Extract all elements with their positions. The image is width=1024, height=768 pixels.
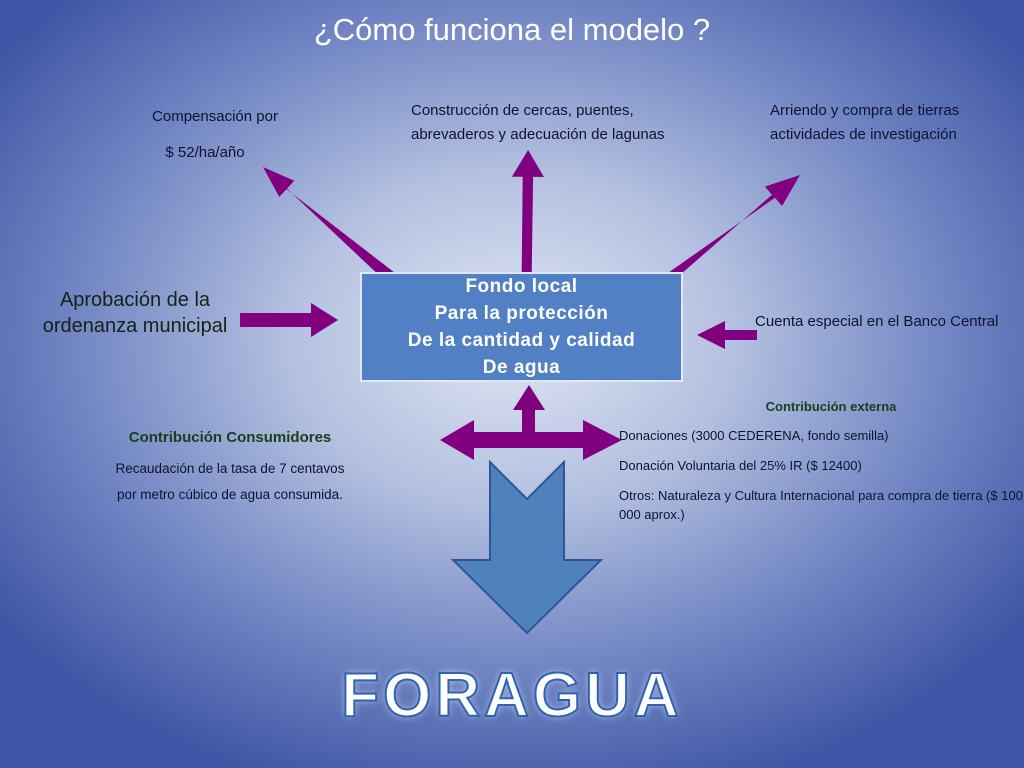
local-fund-box: Fondo local Para la protección De la can…: [360, 272, 683, 382]
fund-line-1: Fondo local: [465, 276, 578, 297]
compensation-value: $ 52/ha/año: [165, 144, 245, 161]
consumer-line-1: Recaudación de la tasa de 7 centavos: [115, 461, 345, 476]
consumer-contribution-heading: Contribución Consumidores: [128, 429, 332, 446]
arrow-up-to-fund: [513, 385, 545, 438]
arrow-to-construction: [511, 150, 544, 288]
big-down-arrow: [450, 459, 604, 635]
arrow-to-compensation: [263, 167, 406, 291]
fund-line-3: De la cantidad y calidad: [407, 330, 636, 351]
local-fund-text: Fondo local Para la protección De la can…: [408, 273, 635, 381]
double-arrow-contributions: [440, 420, 622, 460]
slide-title: ¿Cómo funciona el modelo ?: [313, 12, 711, 47]
construction-text: Construcción de cercas, puentes, abrevad…: [411, 102, 665, 143]
external-contribution-list: Donaciones (3000 CEDERENA, fondo semilla…: [619, 426, 1024, 535]
fund-line-2: Para la protección: [434, 303, 609, 324]
fund-line-4: De agua: [482, 357, 561, 378]
list-item: Donación Voluntaria del 25% IR ($ 12400): [619, 458, 862, 473]
approval-text: Aprobación de la ordenanza municipal: [42, 289, 228, 337]
external-contribution-heading: Contribución externa: [765, 399, 897, 414]
compensation-label: Compensación por: [152, 108, 278, 125]
arrow-from-approval: [240, 303, 338, 337]
list-item: Otros: Naturaleza y Cultura Internaciona…: [619, 488, 1023, 522]
list-item: Donaciones (3000 CEDERENA, fondo semilla…: [619, 428, 889, 443]
arrow-to-lease: [653, 175, 800, 292]
consumer-contribution-text: Recaudación de la tasa de 7 centavos por…: [70, 456, 390, 508]
account-text: Cuenta especial en el Banco Central: [755, 313, 999, 330]
lease-text: Arriendo y compra de tierras actividades…: [770, 102, 960, 143]
foragua-logo-text: FORAGUA: [340, 660, 683, 731]
consumer-line-2: por metro cúbico de agua consumida.: [117, 487, 343, 502]
arrow-from-account: [697, 321, 757, 349]
